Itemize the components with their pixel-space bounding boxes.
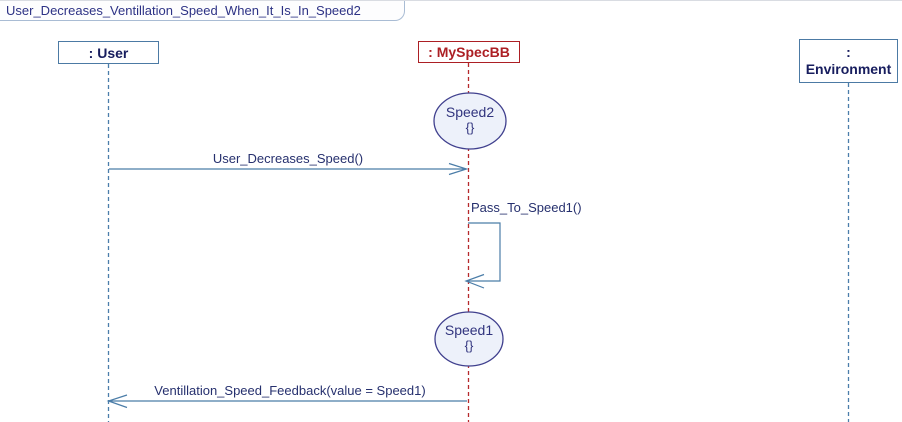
- message-label-ventillation-speed-feedback[interactable]: Ventillation_Speed_Feedback(value = Spee…: [154, 383, 426, 398]
- arrowhead-left-icon: [106, 394, 128, 409]
- state-attrs: {}: [465, 119, 475, 135]
- message-label-pass-to-speed1[interactable]: Pass_To_Speed1(): [471, 200, 582, 215]
- state-name: Speed1: [444, 322, 494, 338]
- state-label-speed2[interactable]: Speed2 {}: [434, 104, 506, 135]
- message-pass-to-speed1-self[interactable]: [464, 222, 501, 289]
- lifeline-head-user[interactable]: : User: [58, 41, 159, 64]
- message-line: [468, 222, 501, 282]
- state-name: Speed2: [445, 104, 495, 120]
- arrowhead-left-icon: [464, 273, 485, 289]
- lifeline-head-environment[interactable]: : Environment: [799, 39, 898, 83]
- arrowhead-right-icon: [448, 162, 469, 176]
- message-ventillation-speed-feedback[interactable]: [106, 394, 468, 409]
- lifeline-label-environment-name: Environment: [805, 61, 892, 77]
- state-label-speed1[interactable]: Speed1 {}: [435, 322, 503, 353]
- state-attrs: {}: [464, 337, 474, 353]
- state-oval-speed2[interactable]: [433, 92, 507, 150]
- lifeline-head-myspecbb[interactable]: : MySpecBB: [418, 41, 520, 63]
- lifeline-label-myspecbb: : MySpecBB: [428, 44, 510, 60]
- message-label-user-decreases-speed[interactable]: User_Decreases_Speed(): [212, 151, 364, 166]
- state-oval-speed1[interactable]: [434, 311, 504, 367]
- message-user-decreases-speed[interactable]: [109, 162, 469, 176]
- diagram-title-tab[interactable]: User_Decreases_Ventillation_Speed_When_I…: [0, 1, 405, 21]
- lifeline-label-environment-colon: :: [846, 43, 851, 60]
- lifeline-label-user: : User: [88, 44, 129, 61]
- diagram-title: User_Decreases_Ventillation_Speed_When_I…: [6, 3, 361, 18]
